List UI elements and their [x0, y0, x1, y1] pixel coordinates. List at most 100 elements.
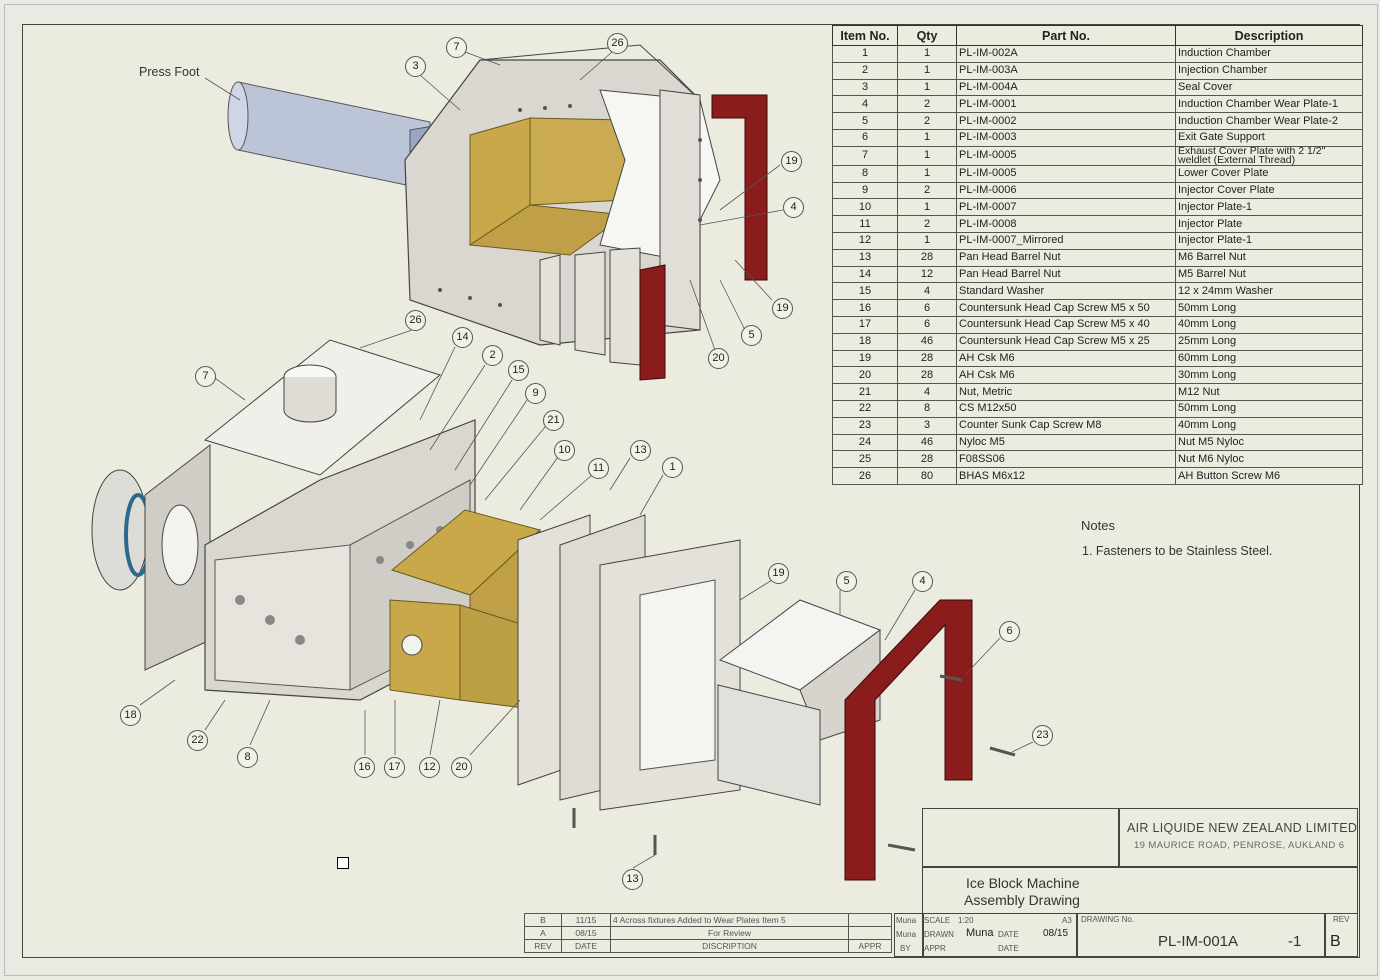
- selection-square[interactable]: [337, 857, 349, 869]
- balloon-19: 19: [781, 151, 802, 172]
- bom-description: AH Button Screw M6: [1175, 467, 1363, 485]
- bom-qty: 80: [897, 467, 957, 485]
- bom-item-no: 8: [832, 164, 898, 183]
- upper-assembly: [227, 44, 768, 381]
- balloon-5: 5: [836, 571, 857, 592]
- scale-drawn-cell: [922, 913, 1078, 957]
- balloon-17: 17: [384, 757, 405, 778]
- rev-header-appr: APPR: [848, 939, 892, 953]
- drawing-number-cell: [1076, 913, 1326, 957]
- balloon-26: 26: [607, 33, 628, 54]
- rev-header-date: DATE: [561, 939, 611, 953]
- balloon-18: 18: [120, 705, 141, 726]
- bom-description: 50mm Long: [1175, 399, 1363, 418]
- bom-part-no: PL-IM-0002: [956, 112, 1176, 130]
- bom-item-no: 17: [832, 315, 898, 334]
- bom-item-no: 13: [832, 248, 898, 267]
- sheet-size: A3: [1062, 916, 1072, 925]
- bom-part-no: PL-IM-0003: [956, 128, 1176, 147]
- drawing-title-line2: Assembly Drawing: [964, 892, 1080, 908]
- bom-description: Exhaust Cover Plate with 2 1/2" weldlet …: [1175, 146, 1363, 166]
- bom-qty: 1: [897, 45, 957, 63]
- balloon-20: 20: [451, 757, 472, 778]
- balloon-7: 7: [195, 366, 216, 387]
- bom-item-no: 25: [832, 450, 898, 469]
- rev-header-description: DISCRIPTION: [610, 939, 849, 953]
- revision-table: B 11/15 4 Across fixtures Added to Wear …: [524, 913, 892, 953]
- bom-item-no: 7: [832, 145, 898, 166]
- bom-header-description: Description: [1175, 25, 1363, 46]
- balloon-9: 9: [525, 383, 546, 404]
- bom-header-item: Item No.: [832, 25, 898, 46]
- bom-description: Lower Cover Plate: [1175, 164, 1363, 183]
- bom-qty: 1: [897, 231, 957, 250]
- bom-description: M12 Nut: [1175, 383, 1363, 401]
- appr-label: APPR: [924, 944, 946, 953]
- bom-qty: 3: [897, 416, 957, 435]
- balloon-16: 16: [354, 757, 375, 778]
- bom-part-no: PL-IM-0007_Mirrored: [956, 231, 1176, 250]
- bom-qty: 46: [897, 332, 957, 351]
- bom-item-no: 20: [832, 366, 898, 385]
- rev-cell-date: 11/15: [561, 913, 611, 927]
- bom-description: 40mm Long: [1175, 416, 1363, 435]
- rev-cell-rev: B: [524, 913, 562, 927]
- bom-qty: 46: [897, 433, 957, 452]
- rev-cell: [1324, 913, 1358, 957]
- title-block-blank: [922, 808, 1120, 868]
- balloon-1: 1: [662, 457, 683, 478]
- bom-qty: 1: [897, 78, 957, 97]
- drawing-no-label: DRAWING No.: [1081, 915, 1135, 924]
- bom-part-no: PL-IM-004A: [956, 78, 1176, 97]
- note-1: 1. Fasteners to be Stainless Steel.: [1082, 544, 1273, 558]
- bom-part-no: Countersunk Head Cap Screw M5 x 25: [956, 332, 1176, 351]
- by-label: BY: [900, 944, 911, 953]
- bom-header-row: Item No. Qty Part No. Description: [832, 25, 1363, 46]
- sheet-outer-border: [4, 4, 1378, 976]
- rev-header-rev: REV: [524, 939, 562, 953]
- rev-label: REV: [1333, 915, 1350, 924]
- bom-description: M5 Barrel Nut: [1175, 265, 1363, 284]
- balloon-21: 21: [543, 410, 564, 431]
- balloon-22: 22: [187, 730, 208, 751]
- bom-qty: 28: [897, 450, 957, 469]
- bom-qty: 8: [897, 399, 957, 418]
- bom-description: 40mm Long: [1175, 315, 1363, 334]
- bom-item-no: 22: [832, 399, 898, 418]
- bom-description: Induction Chamber: [1175, 45, 1363, 63]
- balloon-13: 13: [630, 440, 651, 461]
- bom-item-no: 16: [832, 299, 898, 317]
- bom-qty: 2: [897, 215, 957, 233]
- company-address: 19 MAURICE ROAD, PENROSE, AUKLAND 6: [1134, 840, 1345, 851]
- bom-qty: 2: [897, 112, 957, 130]
- revision-row-b: B 11/15 4 Across fixtures Added to Wear …: [524, 913, 892, 927]
- bom-qty: 6: [897, 315, 957, 334]
- balloon-23: 23: [1032, 725, 1053, 746]
- bom-part-no: F08SS06: [956, 450, 1176, 469]
- bom-qty: 4: [897, 383, 957, 401]
- drawn-by: Muna: [966, 927, 994, 939]
- revision-row-a: A 08/15 For Review: [524, 926, 892, 940]
- by-b: Muna: [896, 916, 917, 925]
- bom-part-no: AH Csk M6: [956, 366, 1176, 385]
- rev-cell-rev: A: [524, 926, 562, 940]
- bom-qty: 2: [897, 95, 957, 114]
- rev-cell-description: 4 Across fixtures Added to Wear Plates I…: [610, 913, 849, 927]
- bom-item-no: 14: [832, 265, 898, 284]
- sheet-number: -1: [1288, 933, 1302, 950]
- rev-cell-appr: [848, 926, 892, 940]
- balloon-20: 20: [708, 348, 729, 369]
- balloon-8: 8: [237, 747, 258, 768]
